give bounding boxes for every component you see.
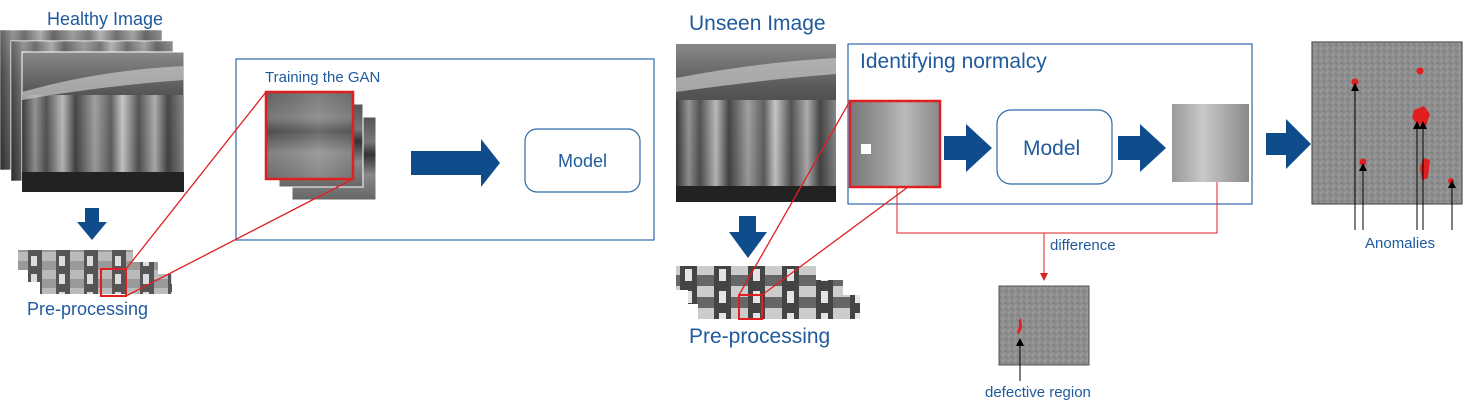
training-label: Training the GAN xyxy=(265,69,381,86)
anomaly-pointers xyxy=(1354,90,1453,230)
difference-connector xyxy=(896,182,1218,276)
model-label-left: Model xyxy=(558,151,608,171)
arrow-training-to-model xyxy=(411,139,500,187)
anomaly-pointer-heads xyxy=(1351,83,1456,188)
model-box-right xyxy=(996,109,1113,185)
input-patch xyxy=(848,99,942,189)
preprocessing-tiles-left xyxy=(18,250,172,297)
unseen-image xyxy=(676,44,836,202)
difference-arrowhead xyxy=(1040,273,1048,281)
anomaly-map xyxy=(1311,41,1463,205)
arrow-model-to-recon xyxy=(1118,124,1166,172)
preprocessing-label-left: Pre-processing xyxy=(27,299,149,319)
preprocessing-tiles-right xyxy=(676,266,860,320)
down-arrow-right xyxy=(729,216,767,258)
anomalies-label: Anomalies xyxy=(1365,235,1436,252)
unseen-image-label: Unseen Image xyxy=(689,12,826,35)
arrow-to-anomaly-map xyxy=(1266,119,1311,169)
healthy-image-label: Healthy Image xyxy=(47,9,164,29)
difference-image xyxy=(998,285,1090,381)
training-patch-stack xyxy=(264,90,377,201)
model-box-left xyxy=(524,128,641,193)
difference-label: difference xyxy=(1050,237,1116,254)
zoom-lines-left xyxy=(125,91,354,297)
reconstructed-patch xyxy=(1172,104,1249,182)
zoom-lines-right xyxy=(738,100,909,296)
training-box xyxy=(235,58,655,241)
defective-region-label: defective region xyxy=(985,384,1091,401)
arrow-patch-to-model xyxy=(944,124,992,172)
identifying-label: Identifying normalcy xyxy=(860,50,1047,73)
down-arrow-left xyxy=(77,208,107,240)
identifying-box xyxy=(847,43,1253,205)
model-label-right: Model xyxy=(1023,137,1081,160)
preprocessing-label-right: Pre-processing xyxy=(689,325,831,348)
healthy-image-stack xyxy=(0,29,185,193)
